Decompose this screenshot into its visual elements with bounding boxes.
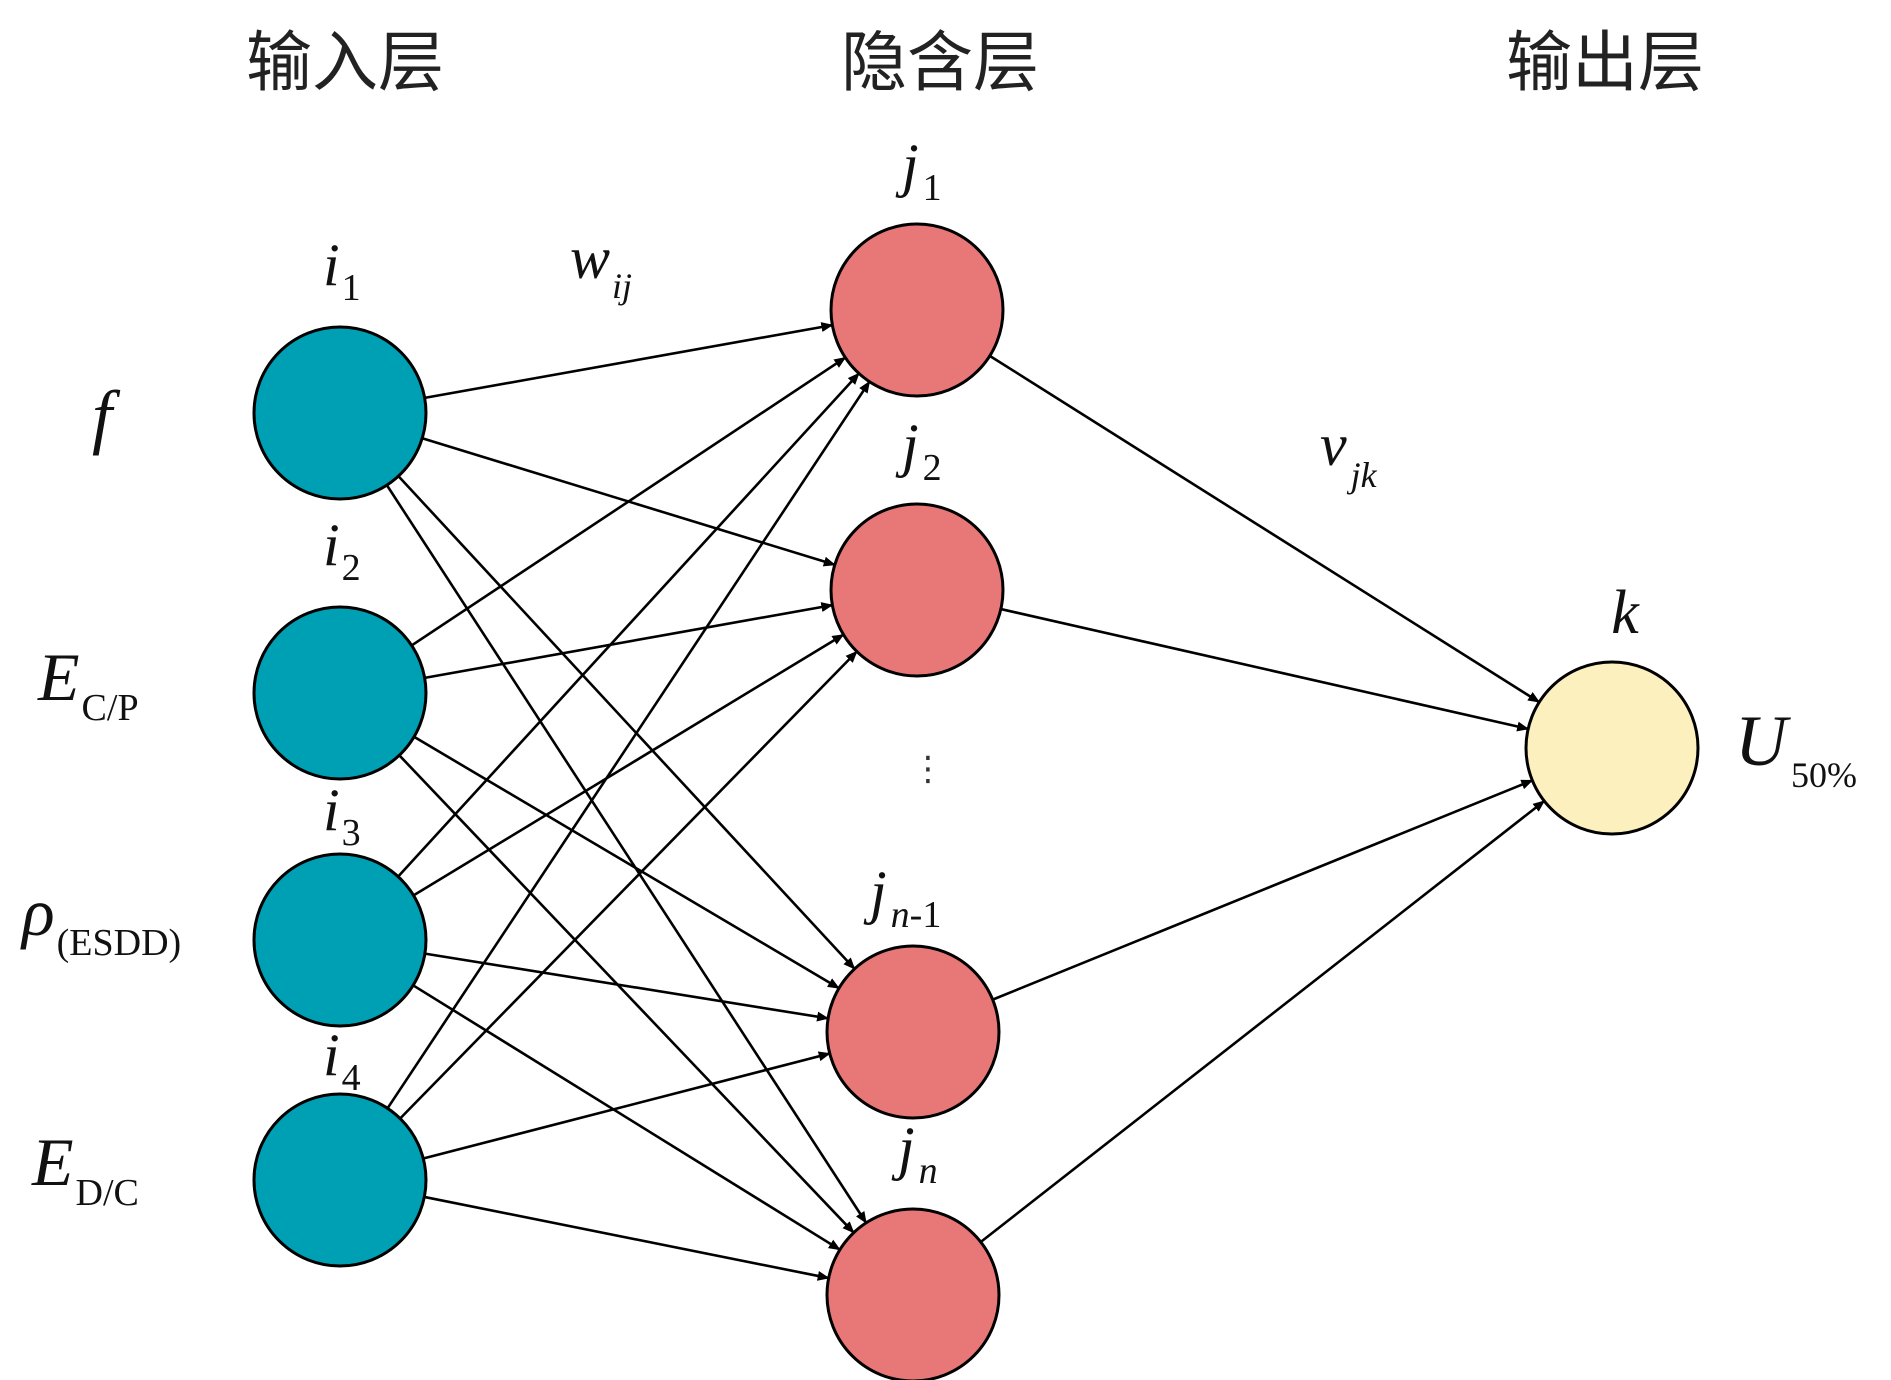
hidden-node-n-1 (825, 944, 1001, 1120)
hidden-layer (825, 222, 1005, 1380)
weight-w-letter: w (570, 225, 610, 291)
input-node-3-letter: i (323, 777, 340, 843)
weight-label-w-ij: wij (570, 225, 632, 306)
input-variable-e-dc: ED/C (31, 1124, 139, 1214)
edge-input-1-to-hidden-3 (397, 475, 856, 970)
input-variable-e-cp-letter: E (37, 639, 80, 715)
hidden-node-n-letter: j (891, 1115, 915, 1181)
edge-input-3-to-hidden-3 (424, 952, 830, 1022)
edge-input-3-to-hidden-1 (397, 372, 860, 878)
hidden-node-n-1-letter: j (863, 859, 887, 925)
hidden-node-1-letter: j (895, 132, 919, 198)
input-layer-title: 输入层 (246, 24, 444, 101)
input-variable-rho-letter: ρ (20, 874, 55, 950)
hidden-node-n-1-subscript-minus-one: -1 (910, 894, 942, 936)
weight-w-subscript: ij (612, 266, 632, 306)
edge-hidden-1-to-output (989, 354, 1541, 704)
edge-hidden-4-to-output (979, 799, 1546, 1244)
hidden-node-n (825, 1207, 1001, 1380)
input-node-1-subscript: 1 (342, 267, 361, 309)
output-node-label: k (1611, 579, 1640, 647)
edge-hidden-2-to-output (1000, 607, 1530, 732)
edge-input-1-to-hidden-1 (424, 322, 834, 400)
input-node-1 (252, 325, 428, 501)
hidden-node-1-subscript: 1 (923, 167, 942, 209)
edge-input-2-to-hidden-3 (413, 735, 840, 990)
edge-input-2-to-hidden-4 (398, 754, 855, 1234)
input-variable-rho-esdd: ρ(ESDD) (20, 874, 181, 964)
input-node-4-label: i4 (323, 1022, 361, 1099)
hidden-node-2 (829, 502, 1005, 678)
input-node-3 (252, 852, 428, 1028)
input-variable-e-dc-subscript: D/C (76, 1172, 139, 1214)
hidden-layer-title: 隐含层 (841, 24, 1039, 101)
hidden-node-1 (829, 222, 1005, 398)
input-node-3-label: i3 (323, 777, 361, 854)
edge-input-4-to-hidden-4 (424, 1195, 830, 1281)
input-variable-e-dc-letter: E (31, 1124, 74, 1200)
input-node-4 (252, 1092, 428, 1268)
edge-hidden-3-to-output (992, 779, 1534, 1001)
input-node-2-letter: i (323, 512, 340, 578)
edge-input-4-to-hidden-2 (399, 650, 858, 1120)
input-node-4-subscript: 4 (342, 1057, 361, 1099)
input-node-4-letter: i (323, 1022, 340, 1088)
hidden-node-2-subscript: 2 (923, 447, 942, 489)
edge-input-1-to-hidden-4 (385, 484, 868, 1224)
input-layer (252, 325, 428, 1268)
input-variable-f-letter: f (92, 376, 121, 456)
edge-input-3-to-hidden-2 (412, 633, 845, 897)
output-variable-subscript: 50% (1791, 755, 1857, 795)
output-node (1524, 660, 1700, 836)
weight-v-letter: v (1320, 412, 1347, 478)
hidden-node-2-letter: j (895, 412, 919, 478)
output-variable-letter: U (1735, 701, 1791, 781)
edge-input-4-to-hidden-3 (422, 1051, 831, 1160)
input-variable-e-cp: EC/P (37, 639, 139, 729)
input-variable-e-cp-subscript: C/P (82, 687, 139, 729)
edge-input-3-to-hidden-4 (412, 984, 841, 1251)
input-variable-rho-subscript: (ESDD) (57, 922, 182, 964)
input-node-1-letter: i (323, 232, 340, 298)
hidden-ellipsis: ⋮ (911, 749, 945, 789)
edge-input-4-to-hidden-1 (386, 380, 871, 1110)
edge-input-2-to-hidden-2 (424, 602, 834, 680)
input-node-2-subscript: 2 (342, 547, 361, 589)
input-node-2 (252, 605, 428, 781)
connection-edges (385, 322, 1546, 1281)
hidden-node-n-subscript: n (919, 1150, 938, 1192)
output-layer-title: 输出层 (1506, 24, 1704, 101)
weight-v-subscript: jk (1347, 455, 1378, 495)
input-variable-f: f (92, 376, 121, 456)
edge-input-2-to-hidden-1 (410, 356, 847, 647)
input-node-3-subscript: 3 (342, 812, 361, 854)
hidden-node-n-1-subscript-n: n (891, 894, 910, 936)
input-node-1-label: i1 (323, 232, 361, 309)
input-node-2-label: i2 (323, 512, 361, 589)
